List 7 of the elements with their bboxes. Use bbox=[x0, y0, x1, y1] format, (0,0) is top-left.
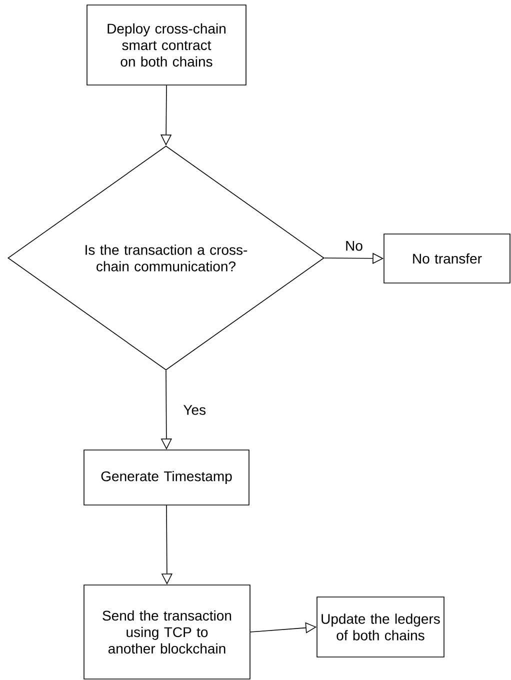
edge-label: Yes bbox=[182, 404, 208, 416]
process-box: Update the ledgers of both chains bbox=[316, 596, 444, 658]
process-box: Deploy cross-chain smart contract on both chains bbox=[86, 4, 246, 86]
process-box: Send the transaction using TCP to another blockchain bbox=[84, 584, 250, 680]
process-box: No transfer bbox=[384, 234, 510, 284]
edge-label: No bbox=[344, 240, 364, 252]
process-box: Generate Timestamp bbox=[84, 450, 250, 506]
